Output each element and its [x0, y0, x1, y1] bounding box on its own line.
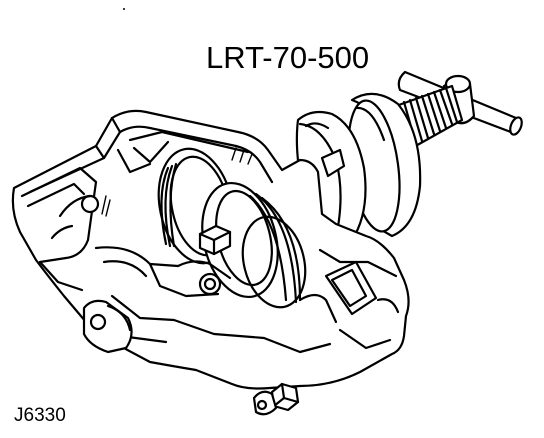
mounting-lug: [84, 301, 132, 352]
piston-spreader-tool: [297, 72, 524, 250]
brake-caliper: [13, 111, 409, 414]
lug-hole-icon: [91, 315, 105, 329]
piston-front: [191, 175, 314, 314]
figure-reference-code: J6330: [14, 405, 66, 426]
scan-dot: [123, 8, 125, 10]
tool-part-number-label: LRT-70-500: [206, 40, 370, 75]
bleed-hole-icon: [82, 196, 98, 212]
pad-window: [326, 262, 376, 314]
mounting-hole-icon: [200, 274, 220, 294]
bleed-nipple: [254, 384, 298, 414]
bridge-bolt: [200, 226, 230, 254]
